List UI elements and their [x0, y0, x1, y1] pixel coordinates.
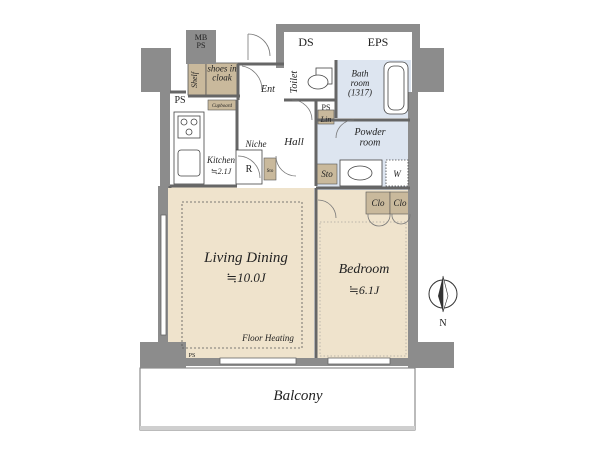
ps-small-label: PS — [322, 103, 331, 112]
floor-heating-label: Floor Heating — [241, 333, 294, 343]
clo2-label: Clo — [393, 198, 407, 208]
washbasin — [339, 159, 383, 187]
sto-label: Sto — [321, 169, 333, 179]
inner-walls — [168, 60, 410, 358]
balcony-label: Balcony — [273, 388, 322, 404]
bathtub — [383, 61, 409, 115]
floor-heating-area — [181, 201, 303, 349]
washer-label: W — [393, 169, 402, 179]
lin-label: Lin — [320, 115, 332, 124]
hall-label: Hall — [283, 136, 304, 148]
windows — [160, 214, 391, 365]
living-dining-label: Living Dining — [203, 250, 288, 266]
niche-label: Niche — [245, 139, 267, 149]
outer-walls — [140, 24, 454, 368]
bedroom-boundary — [319, 221, 407, 357]
toilet-label: Toilet — [289, 71, 300, 94]
door-swings — [237, 33, 411, 227]
ps-left-label: PS — [174, 95, 185, 106]
clo1-label: Clo — [371, 198, 385, 208]
washer-space — [385, 159, 409, 187]
bedroom-size-label: ≒6.1J — [349, 283, 380, 297]
bedroom-label: Bedroom — [339, 262, 390, 277]
shoebox-label: Sto — [267, 169, 274, 174]
shoebox-box — [263, 157, 277, 181]
ds-label: DS — [298, 35, 313, 49]
refrigerator-label: R — [246, 164, 253, 175]
kitchen-label: Kitchen — [206, 155, 235, 165]
living-dining-size-label: ≒10.0J — [226, 270, 267, 285]
kitchen-counter — [173, 111, 263, 185]
compass-north-label: N — [439, 318, 446, 329]
hall-floor — [237, 100, 317, 188]
compass: N — [428, 275, 458, 329]
balcony — [139, 367, 416, 431]
shelf-label: Shelf — [190, 70, 199, 88]
kitchen-size-label: ≒2.1J — [211, 167, 232, 176]
ent-label: Ent — [260, 84, 275, 95]
cupboard-label: Cupboard — [212, 104, 233, 109]
shoes-cloak-box — [205, 62, 239, 96]
ps-bottom-label: PS — [189, 353, 196, 359]
toilet-fixture — [307, 67, 333, 90]
eps-label: EPS — [368, 35, 389, 49]
living-dining-floor — [166, 186, 314, 358]
